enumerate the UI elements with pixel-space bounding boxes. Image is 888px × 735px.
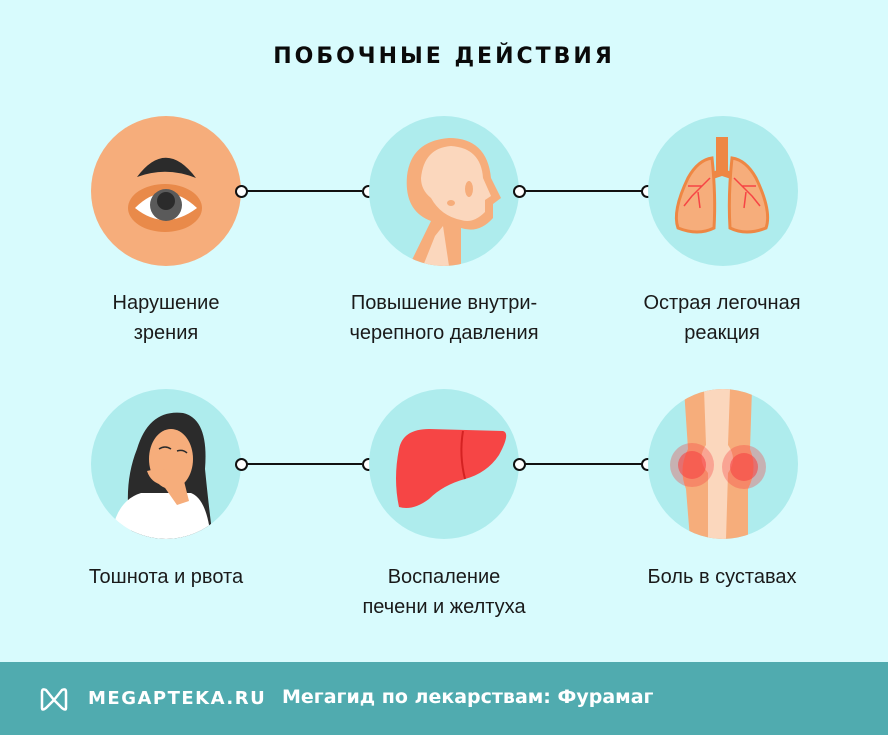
connector-line bbox=[246, 463, 362, 465]
footer-bar: MEGAPTEKA.RU Мегагид по лекарствам: Фура… bbox=[0, 662, 888, 735]
effect-label-nausea: Тошнота и рвота bbox=[88, 566, 244, 588]
effect-label-joints: Боль в суставах bbox=[647, 566, 797, 588]
connector-line bbox=[524, 190, 642, 192]
eye-icon bbox=[91, 116, 241, 266]
nausea-woman-icon bbox=[91, 389, 241, 539]
lungs-icon bbox=[648, 116, 798, 266]
brand-link[interactable]: MEGAPTEKA.RU bbox=[88, 688, 267, 709]
connector-line bbox=[246, 190, 362, 192]
effect-label-pressure: Повышение внутри- черепного давления bbox=[349, 292, 539, 344]
page-title: ПОБОЧНЫЕ ДЕЙСТВИЯ bbox=[273, 44, 615, 69]
connector-line bbox=[524, 463, 642, 465]
liver-icon bbox=[369, 389, 519, 539]
effect-label-vision: Нарушение зрения bbox=[112, 292, 220, 344]
knee-joint-icon bbox=[648, 389, 798, 539]
footer-tagline: Мегагид по лекарствам: Фурамаг bbox=[282, 686, 654, 708]
skull-icon bbox=[369, 116, 519, 266]
megapteka-logo-icon[interactable] bbox=[38, 686, 70, 712]
effect-label-lung: Острая легочная реакция bbox=[643, 292, 801, 344]
effect-label-liver: Воспаление печени и желтуха bbox=[362, 566, 526, 618]
